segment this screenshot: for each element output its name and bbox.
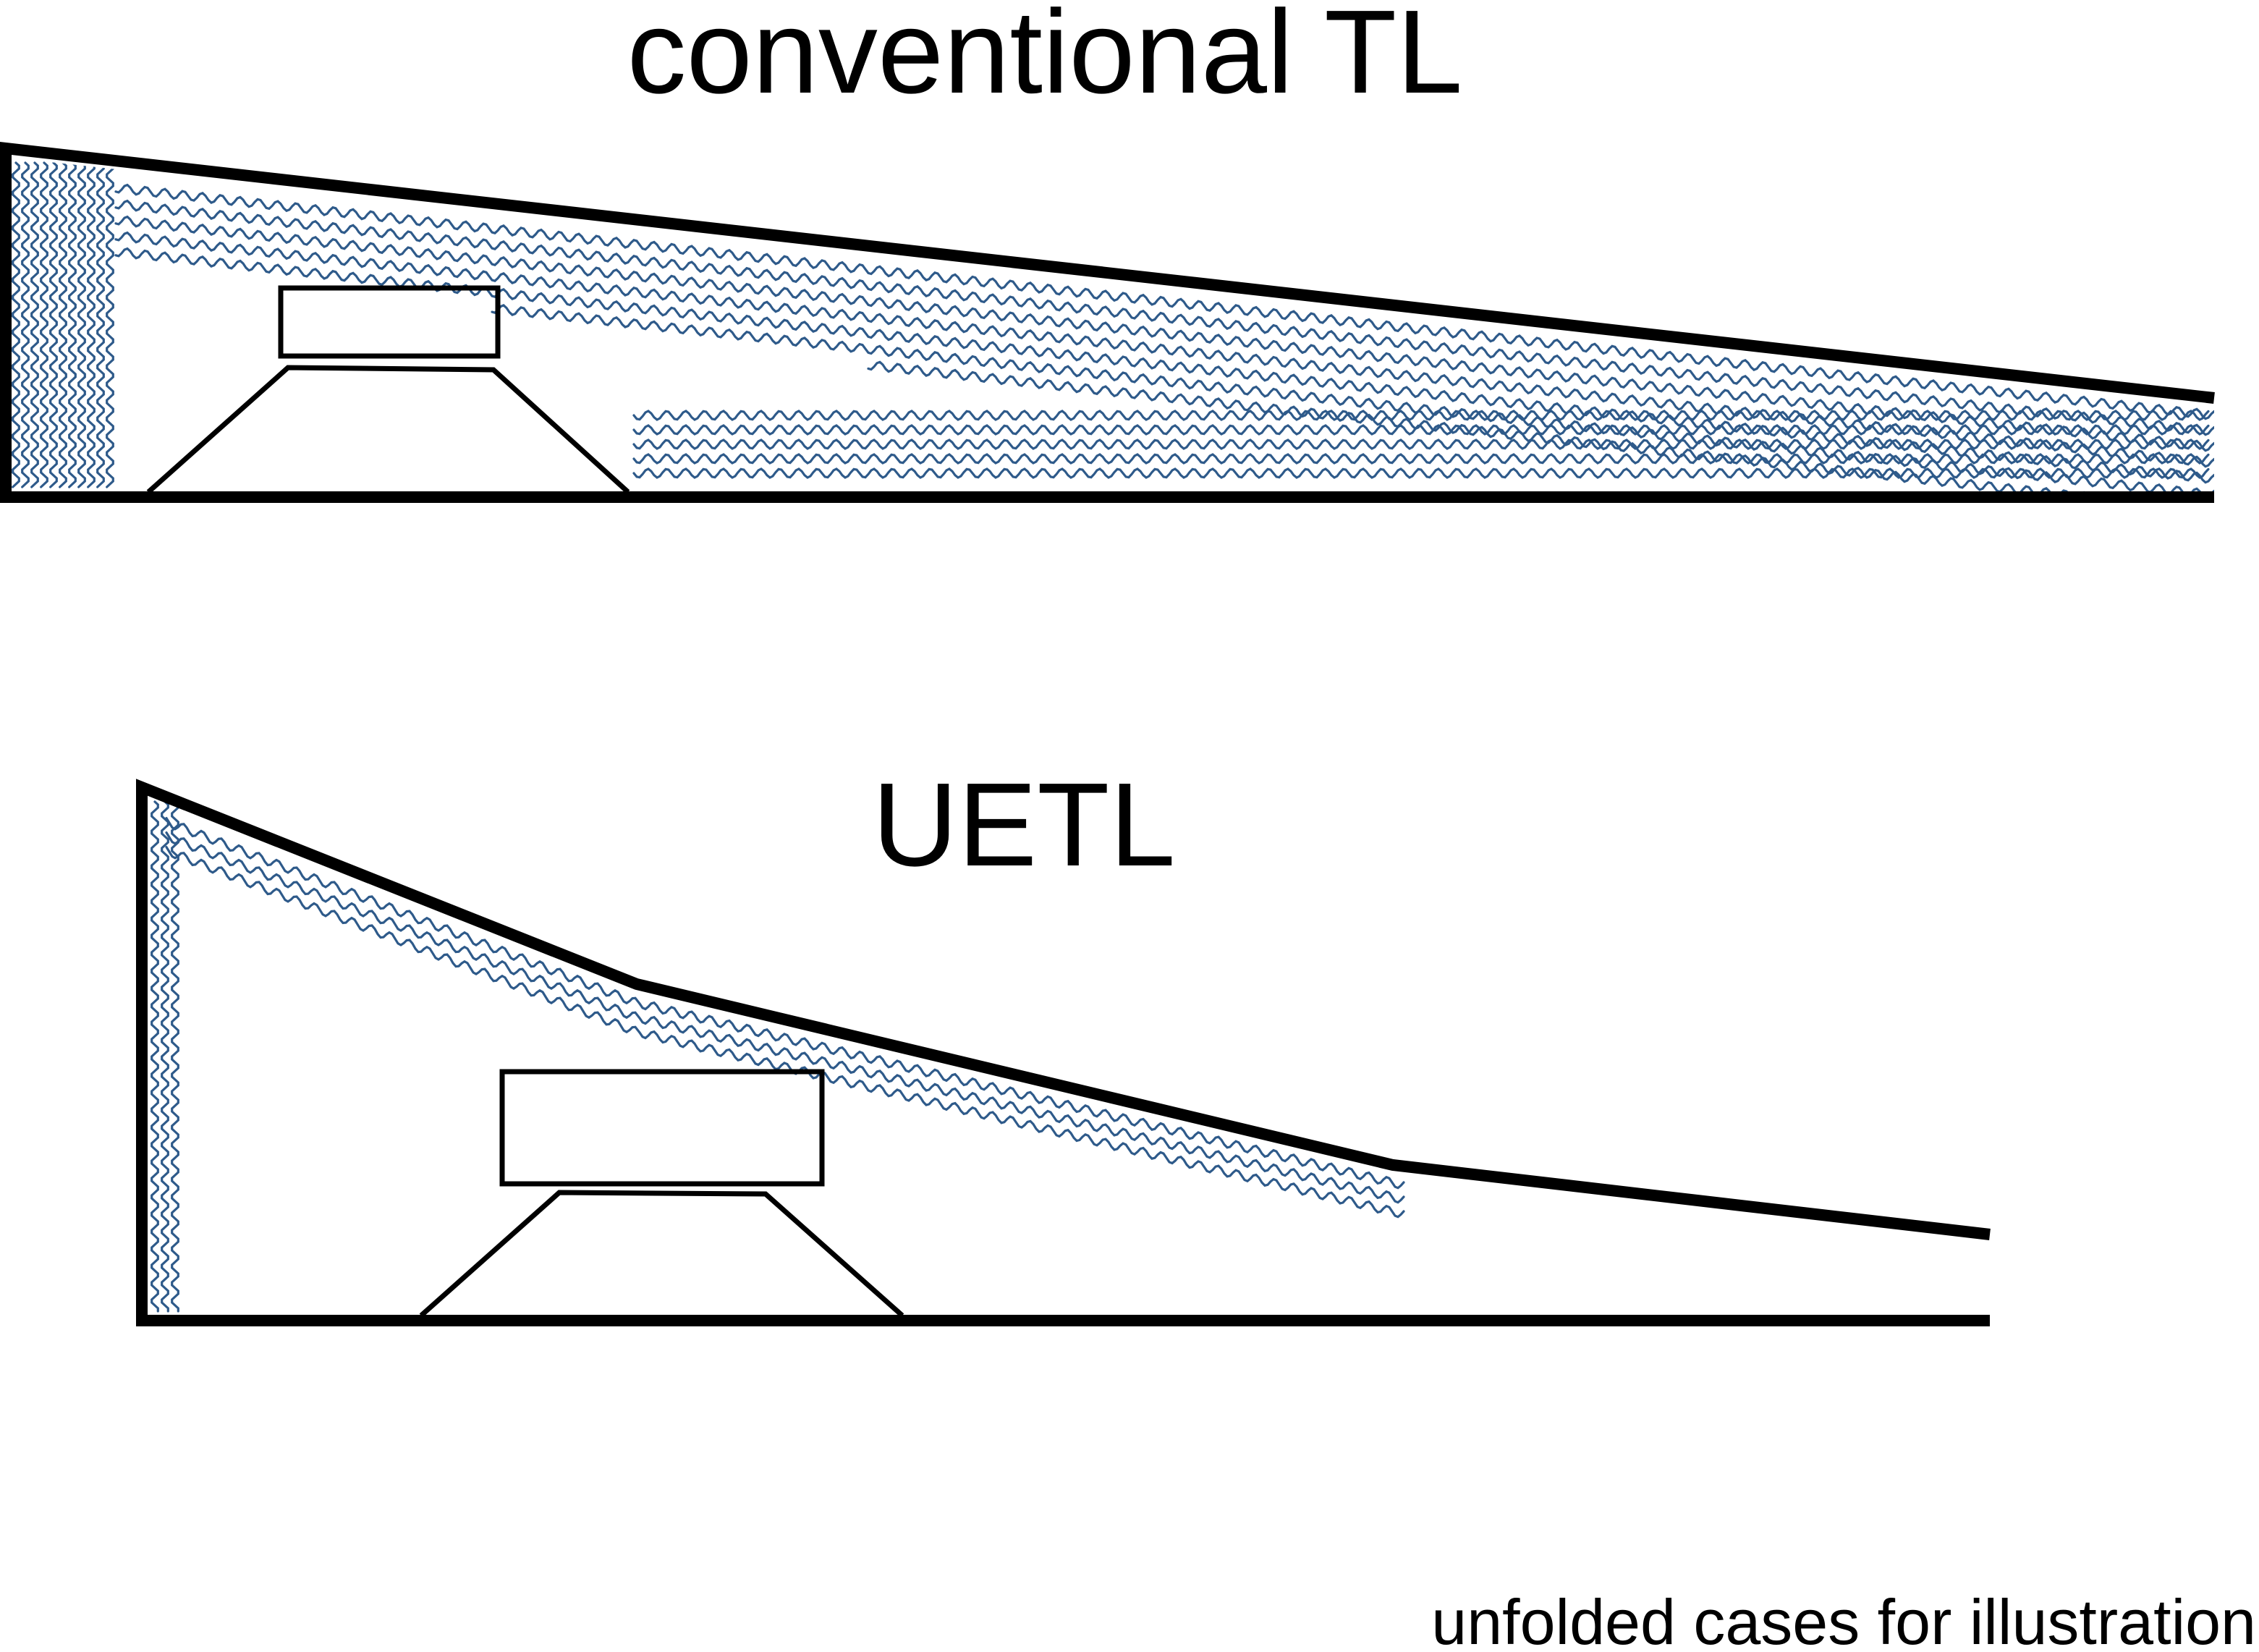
footnote: unfolded cases for illustration xyxy=(1431,1586,2256,1652)
stuffing-column xyxy=(49,161,58,488)
stuffing-row xyxy=(632,439,2210,450)
enclosure-conventional-tl xyxy=(0,142,2215,503)
stuffing-row xyxy=(632,424,2210,436)
stuffing-column xyxy=(171,800,179,1313)
driver-cone xyxy=(146,365,630,494)
stuffing-row xyxy=(114,231,2214,468)
driver-magnet xyxy=(278,285,501,359)
driver-cone xyxy=(419,1190,904,1318)
stuffing-uetl xyxy=(151,800,1405,1313)
stuffing-row xyxy=(114,199,2214,436)
driver-conventional-tl xyxy=(146,285,630,494)
stuffing-column xyxy=(40,161,48,488)
stuffing-column xyxy=(12,161,20,488)
enclosure-wall-top xyxy=(0,142,2215,503)
driver-uetl xyxy=(419,1069,904,1318)
enclosure-uetl xyxy=(136,779,1991,1326)
stuffing-column xyxy=(30,161,39,488)
stuffing-row xyxy=(491,304,2214,492)
stuffing-column xyxy=(151,800,159,1313)
stuffing-column xyxy=(106,161,114,488)
stuffing-row xyxy=(165,831,1405,1204)
stuffing-column xyxy=(68,161,77,488)
title-conventional-tl: conventional TL xyxy=(627,0,1463,118)
stuffing-column xyxy=(59,161,67,488)
stuffing-column xyxy=(96,161,105,488)
stuffing-conventional-tl xyxy=(12,161,2214,492)
enclosure-wall-bottom xyxy=(136,779,1991,1326)
stuffing-row xyxy=(165,817,1405,1190)
driver-magnet xyxy=(499,1069,825,1187)
stuffing-row xyxy=(632,453,2210,465)
stuffing-column xyxy=(87,161,96,488)
stuffing-column xyxy=(77,161,86,488)
stuffing-column xyxy=(161,800,169,1313)
stuffing-column xyxy=(21,161,30,488)
stuffing-row xyxy=(632,410,2210,421)
title-uetl: UETL xyxy=(872,758,1175,891)
stuffing-row xyxy=(867,360,2214,492)
stuffing-row xyxy=(165,846,1405,1219)
stuffing-row xyxy=(114,183,2214,420)
stuffing-row xyxy=(114,215,2214,452)
stuffing-row xyxy=(632,467,2210,479)
